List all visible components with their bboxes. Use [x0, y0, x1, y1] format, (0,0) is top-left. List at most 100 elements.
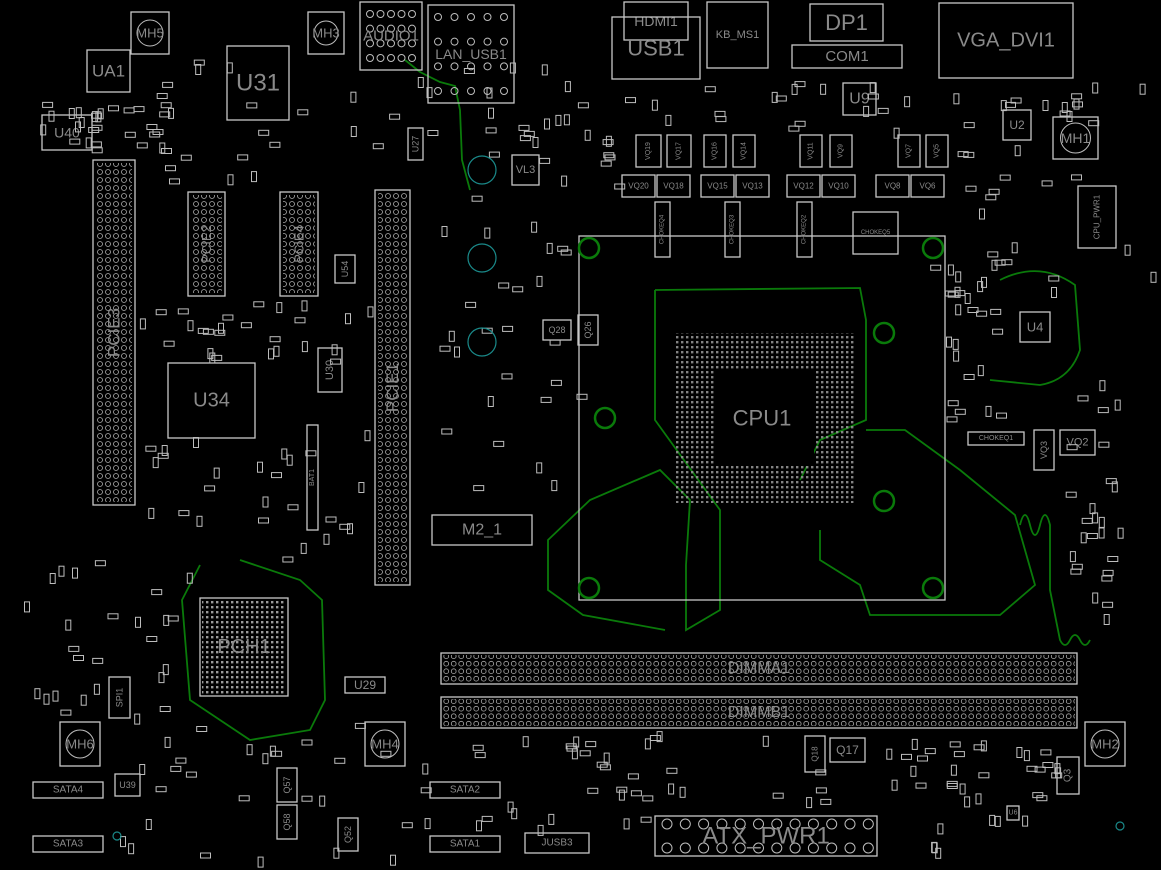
- component-outline: [1052, 116, 1099, 160]
- passive-pad: [145, 819, 152, 830]
- component-outline: [226, 45, 290, 121]
- component-outline: [925, 134, 949, 168]
- passive-pad: [193, 59, 205, 66]
- passive-pad: [257, 856, 264, 868]
- component-outline: [440, 652, 1078, 685]
- passive-pad: [426, 87, 433, 99]
- component-outline: [666, 134, 692, 168]
- via-icon: [112, 831, 122, 841]
- component-vq20: VQ20: [621, 174, 656, 198]
- passive-pad: [207, 348, 214, 360]
- component-label: SATA1: [450, 839, 481, 850]
- component-cpu-pwr1: CPU_PWR1: [1077, 185, 1117, 249]
- component-label: VQ3: [1039, 441, 1049, 459]
- component-outline: [344, 676, 386, 694]
- passive-pad: [1072, 101, 1083, 108]
- component-pch1: PCH1: [199, 597, 289, 697]
- passive-pad: [656, 731, 663, 743]
- passive-pad: [227, 174, 234, 186]
- passive-pad: [775, 95, 787, 102]
- passive-pad: [502, 325, 514, 332]
- mounting-hole-icon: [370, 729, 400, 759]
- component-dimmb1: DIMMB1: [440, 696, 1078, 729]
- passive-pad: [488, 151, 500, 158]
- passive-pad: [156, 93, 168, 99]
- passive-pad: [481, 815, 493, 822]
- passive-pad: [1048, 275, 1060, 282]
- passive-pad: [587, 787, 599, 794]
- component-outline: [431, 514, 533, 546]
- component-u4: U4: [1019, 311, 1051, 343]
- passive-pad: [627, 773, 639, 780]
- passive-pad: [976, 310, 988, 317]
- passive-pad: [134, 713, 141, 725]
- passive-pad: [196, 726, 208, 732]
- passive-pad: [420, 787, 432, 794]
- component-dimma1: DIMMA1: [440, 652, 1078, 685]
- passive-pad: [1124, 244, 1131, 256]
- passive-pad: [151, 589, 163, 596]
- passive-pad: [180, 154, 192, 161]
- passive-pad: [325, 516, 337, 523]
- passive-pad: [1098, 441, 1110, 448]
- component-com1: COM1: [791, 44, 903, 69]
- passive-pad: [1105, 478, 1117, 485]
- passive-pad: [80, 694, 87, 706]
- passive-pad: [536, 275, 543, 287]
- passive-pad: [1066, 444, 1078, 451]
- passive-pad: [955, 271, 962, 283]
- passive-pad: [585, 741, 597, 748]
- passive-pad: [946, 416, 958, 423]
- component-vq15: VQ15: [700, 174, 735, 198]
- component-outline: [1006, 805, 1020, 821]
- passive-pad: [73, 655, 84, 661]
- passive-pad: [484, 227, 491, 239]
- component-outline: [623, 1, 689, 41]
- passive-pad: [486, 87, 493, 99]
- component-label: Q52: [343, 826, 353, 843]
- component-outline: [703, 134, 727, 168]
- passive-pad: [258, 129, 270, 136]
- passive-pad: [281, 448, 288, 460]
- passive-pad: [950, 764, 957, 776]
- passive-pad: [471, 195, 483, 202]
- component-u29: U29: [344, 676, 386, 694]
- passive-pad: [869, 82, 876, 94]
- component-label: U2: [1009, 118, 1025, 132]
- passive-pad: [389, 113, 401, 120]
- component-label: AUDIO1: [363, 28, 419, 45]
- component-outline: [114, 773, 141, 797]
- passive-pad: [975, 793, 982, 805]
- passive-pad: [1071, 174, 1082, 181]
- passive-pad: [994, 259, 1006, 266]
- passive-pad: [476, 820, 482, 832]
- passive-pad: [162, 664, 169, 676]
- passive-pad: [200, 852, 211, 859]
- passive-pad: [488, 107, 494, 119]
- passive-pad: [806, 797, 813, 809]
- passive-pad: [1026, 765, 1038, 772]
- passive-pad: [1092, 592, 1099, 604]
- component-vq18: VQ18: [656, 174, 691, 198]
- component-mh6: MH6: [59, 721, 101, 767]
- passive-pad: [68, 108, 75, 119]
- component-label: VQ11: [808, 142, 815, 159]
- passive-pad: [258, 517, 269, 524]
- component-vq9: VQ9: [829, 134, 853, 168]
- passive-pad: [964, 796, 971, 808]
- passive-pad: [935, 847, 942, 859]
- passive-pad: [168, 107, 174, 119]
- component-label: U40: [54, 125, 80, 141]
- component-outline: [59, 721, 101, 767]
- passive-pad: [963, 374, 975, 380]
- passive-pad: [269, 745, 276, 757]
- passive-pad: [867, 93, 879, 100]
- component-label: CHOKEQ4: [660, 214, 666, 244]
- component-jusb3: JUSB3: [524, 832, 590, 854]
- component-mh2: MH2: [1084, 721, 1126, 767]
- component-label: CPU1: [733, 406, 792, 431]
- component-outline: [735, 174, 770, 198]
- component-label: PCIE4: [292, 225, 307, 263]
- passive-pad: [339, 523, 351, 530]
- component-label: VQ20: [628, 182, 649, 191]
